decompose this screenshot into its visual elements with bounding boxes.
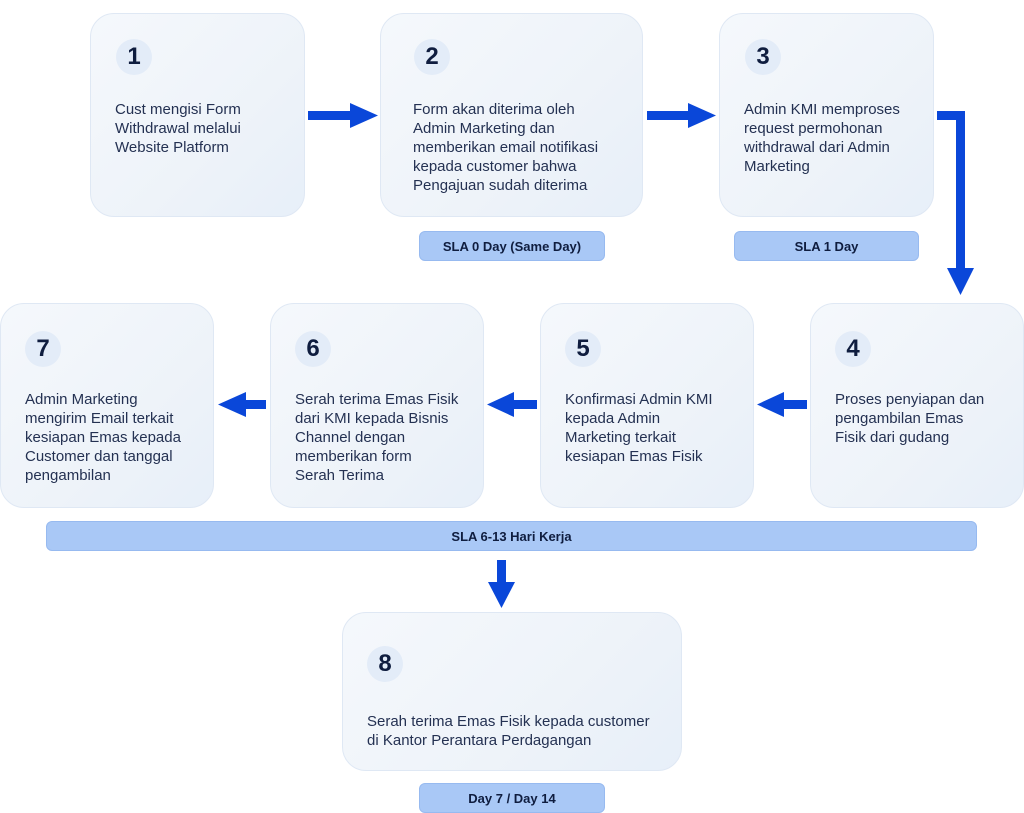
step-number: 2 (414, 39, 450, 75)
arrow-to-8 (488, 560, 515, 608)
step-description: Admin Marketing mengirim Email terkait k… (25, 391, 181, 484)
sla-badge-step-3: SLA 1 Day (734, 231, 919, 261)
arrow-6-to-7 (218, 392, 266, 417)
sla-bar-row-2: SLA 6-13 Hari Kerja (46, 521, 977, 551)
arrow-5-to-6 (487, 392, 537, 417)
sla-badge-step-2: SLA 0 Day (Same Day) (419, 231, 605, 261)
step-number: 7 (25, 331, 61, 367)
step-number: 3 (745, 39, 781, 75)
step-description: Cust mengisi Form Withdrawal melalui Web… (115, 101, 241, 156)
step-number: 1 (116, 39, 152, 75)
arrow-3-to-4 (937, 111, 974, 295)
step-card-3: 3 Admin KMI memproses request permohonan… (719, 13, 934, 217)
step-number: 6 (295, 331, 331, 367)
step-description: Admin KMI memproses request permohonan w… (744, 101, 900, 175)
step-description: Konfirmasi Admin KMI kepada Admin Market… (565, 391, 713, 465)
step-card-8: 8 Serah terima Emas Fisik kepada custome… (342, 612, 682, 771)
sla-badge-step-8: Day 7 / Day 14 (419, 783, 605, 813)
step-number: 5 (565, 331, 601, 367)
step-description: Serah terima Emas Fisik kepada customer … (367, 713, 650, 749)
step-number: 8 (367, 646, 403, 682)
step-card-7: 7 Admin Marketing mengirim Email terkait… (0, 303, 214, 508)
step-description: Form akan diterima oleh Admin Marketing … (413, 101, 599, 194)
step-description: Serah terima Emas Fisik dari KMI kepada … (295, 391, 459, 484)
step-card-1: 1 Cust mengisi Form Withdrawal melalui W… (90, 13, 305, 217)
step-card-4: 4 Proses penyiapan dan pengambilan Emas … (810, 303, 1024, 508)
arrow-2-to-3 (647, 103, 716, 128)
step-card-6: 6 Serah terima Emas Fisik dari KMI kepad… (270, 303, 484, 508)
step-card-2: 2 Form akan diterima oleh Admin Marketin… (380, 13, 643, 217)
step-number: 4 (835, 331, 871, 367)
step-card-5: 5 Konfirmasi Admin KMI kepada Admin Mark… (540, 303, 754, 508)
arrow-1-to-2 (308, 103, 378, 128)
arrow-4-to-5 (757, 392, 807, 417)
step-description: Proses penyiapan dan pengambilan Emas Fi… (835, 391, 985, 446)
